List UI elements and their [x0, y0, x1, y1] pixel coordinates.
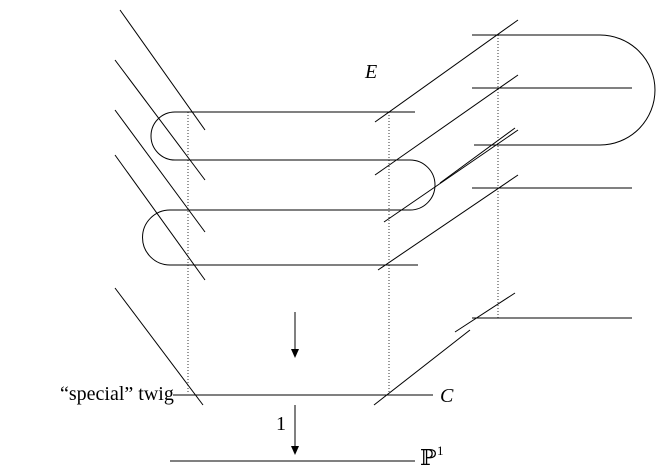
right-loop	[472, 34, 656, 146]
map-arrow-E-to-C	[291, 312, 299, 358]
label-special-twig: “special” twig	[60, 383, 174, 405]
label-P1-exponent: 1	[437, 443, 444, 458]
arrowhead-icon	[291, 446, 299, 455]
twig-line	[114, 59, 206, 181]
map-arrow-C-to-P1	[291, 405, 299, 455]
curve-C	[114, 287, 471, 406]
arrowhead-icon	[291, 349, 299, 358]
label-C: C	[440, 385, 454, 407]
twig-line	[374, 74, 519, 176]
twig-line	[114, 287, 204, 406]
twig-line	[114, 154, 206, 281]
twig-line	[114, 109, 206, 233]
twig-line	[374, 19, 519, 123]
curve-E-left-middle	[114, 9, 519, 281]
label-E: E	[364, 61, 377, 83]
serpentine-component	[142, 111, 436, 266]
curve-E-right	[454, 34, 656, 333]
projection-lines	[187, 35, 499, 393]
twig-line	[454, 292, 516, 333]
twig-line	[119, 9, 206, 131]
twig-line	[439, 127, 516, 184]
twig-line	[377, 174, 519, 271]
label-P1: ℙ	[420, 445, 437, 470]
label-map-degree: 1	[276, 413, 286, 435]
twig-line	[373, 329, 471, 406]
